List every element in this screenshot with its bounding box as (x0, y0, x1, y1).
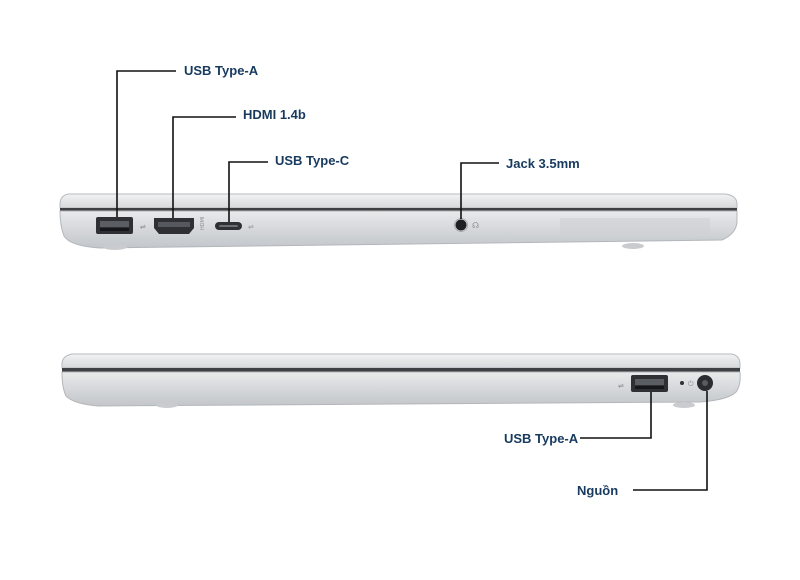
left-callout-lines (116, 70, 499, 222)
left-rear-foot (622, 243, 644, 249)
usb-c-symbol: ⇌ (248, 223, 254, 231)
label-power: Nguồn (577, 483, 619, 498)
label-hdmi: HDMI 1.4b (243, 107, 306, 122)
right-lid-shell (61, 353, 741, 369)
hdmi-symbol: HDMI (200, 217, 206, 230)
callout-line-jack (460, 162, 499, 219)
right-front-foot (156, 402, 178, 408)
label-jack: Jack 3.5mm (506, 156, 580, 171)
label-usb-a-right: USB Type-A (504, 431, 579, 446)
label-usb-a-left: USB Type-A (184, 63, 259, 78)
laptop-left-side: ⇌ HDMI ⇌ ☊ (59, 193, 738, 250)
right-usb-a-symbol: ⇌ (618, 382, 624, 390)
right-lid-seam (62, 368, 740, 372)
headphone-icon: ☊ (472, 221, 479, 230)
power-jack-pin (702, 380, 708, 386)
left-lid-seam (60, 208, 737, 211)
label-usb-c: USB Type-C (275, 153, 350, 168)
left-vent (560, 218, 710, 234)
left-lid-shell (59, 193, 738, 209)
right-rear-foot (673, 402, 695, 408)
callout-line-usb-a-right (580, 392, 652, 439)
callout-line-hdmi (172, 116, 236, 218)
hdmi-port (154, 218, 194, 234)
left-front-foot (103, 244, 127, 250)
right-usb-a-port (631, 375, 668, 392)
charge-led (680, 381, 684, 385)
callout-line-usb-c (228, 161, 268, 222)
left-usb-a-port (96, 217, 133, 234)
right-base-shell (61, 371, 741, 407)
right-callout-lines (580, 391, 708, 491)
callout-line-usb-a-left (116, 70, 176, 217)
left-usb-a-symbol: ⇌ (140, 223, 146, 231)
laptop-right-side: ⇌ ⏻ (61, 353, 741, 408)
callout-line-power (633, 391, 708, 491)
audio-jack (455, 219, 467, 231)
charge-symbol: ⏻ (688, 380, 694, 388)
usb-c-port-inner (219, 225, 238, 227)
